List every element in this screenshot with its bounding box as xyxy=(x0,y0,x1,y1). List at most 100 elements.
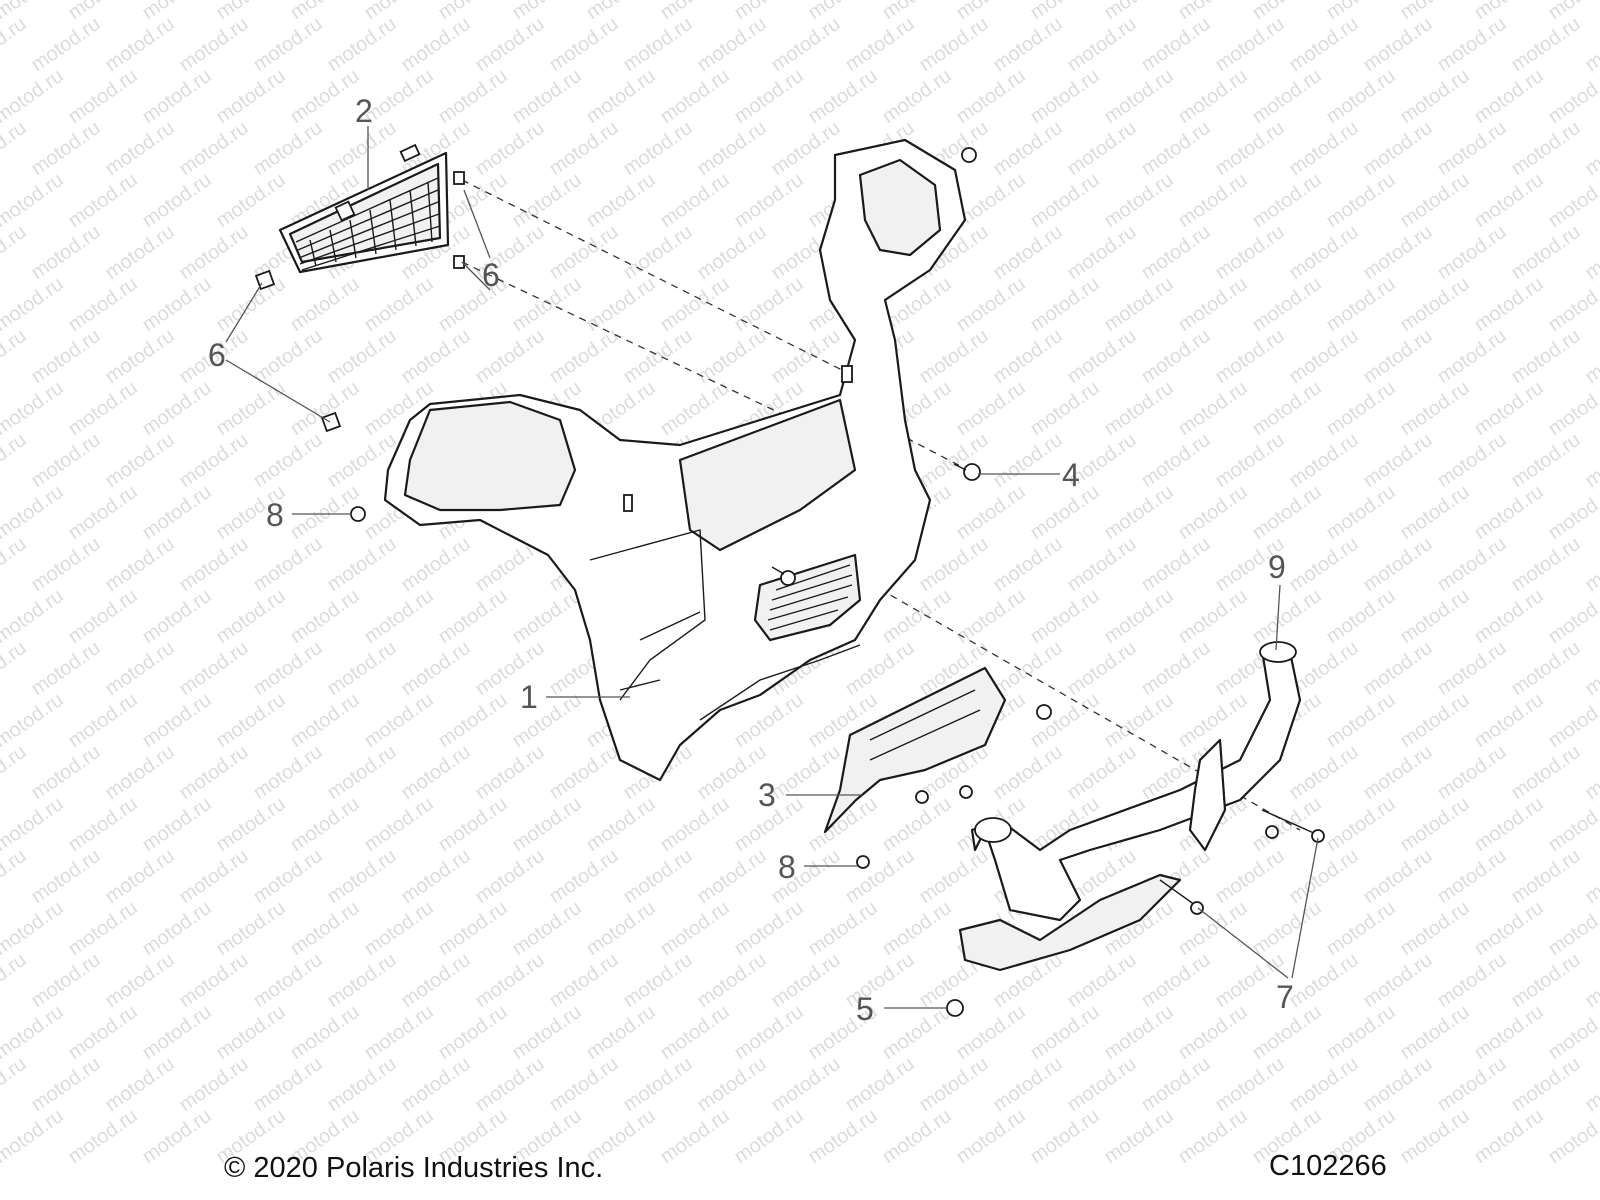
watermark-text: motod.ru xyxy=(1581,845,1600,908)
watermark-text: motod.ru xyxy=(286,273,363,336)
callout-9: 9 xyxy=(1268,549,1286,585)
watermark-text: motod.ru xyxy=(27,845,104,908)
watermark-text: motod.ru xyxy=(1470,0,1547,24)
watermark-text: motod.ru xyxy=(1063,325,1140,388)
watermark-text: motod.ru xyxy=(1322,0,1399,24)
watermark-text: motod.ru xyxy=(1100,689,1177,752)
watermark-text: motod.ru xyxy=(138,0,215,24)
watermark-text: motod.ru xyxy=(397,533,474,596)
watermark-text: motod.ru xyxy=(878,0,955,24)
watermark-text: motod.ru xyxy=(0,845,31,908)
watermark-text: motod.ru xyxy=(545,117,622,180)
watermark-text: motod.ru xyxy=(915,429,992,492)
watermark-text: motod.ru xyxy=(0,13,31,76)
watermark-text: motod.ru xyxy=(1211,221,1288,284)
watermark-text: motod.ru xyxy=(323,533,400,596)
watermark-text: motod.ru xyxy=(101,1053,178,1116)
watermark-text: motod.ru xyxy=(286,377,363,440)
watermark-text: motod.ru xyxy=(1433,429,1510,492)
watermark-text: motod.ru xyxy=(1137,1053,1214,1116)
watermark-text: motod.ru xyxy=(434,793,511,856)
watermark-text: motod.ru xyxy=(1322,377,1399,440)
watermark-text: motod.ru xyxy=(693,1053,770,1116)
watermark-text: motod.ru xyxy=(323,741,400,804)
watermark-text: motod.ru xyxy=(952,273,1029,336)
watermark-text: motod.ru xyxy=(175,637,252,700)
watermark-text: motod.ru xyxy=(1285,117,1362,180)
callout-6b: 6 xyxy=(482,257,500,293)
watermark-text: motod.ru xyxy=(101,637,178,700)
watermark-text: motod.ru xyxy=(545,13,622,76)
watermark-text: motod.ru xyxy=(656,273,733,336)
watermark-text: motod.ru xyxy=(1396,377,1473,440)
watermark-text: motod.ru xyxy=(1507,221,1584,284)
watermark-text: motod.ru xyxy=(730,1105,807,1168)
watermark-text: motod.ru xyxy=(0,377,68,440)
watermark-text: motod.ru xyxy=(1359,13,1436,76)
watermark-text: motod.ru xyxy=(0,1053,31,1116)
watermark-text: motod.ru xyxy=(1470,65,1547,128)
watermark-text: motod.ru xyxy=(138,65,215,128)
watermark-text: motod.ru xyxy=(1581,741,1600,804)
watermark-text: motod.ru xyxy=(1470,793,1547,856)
watermark-text: motod.ru xyxy=(0,585,68,648)
watermark-text: motod.ru xyxy=(693,117,770,180)
watermark-text: motod.ru xyxy=(64,169,141,232)
watermark-text: motod.ru xyxy=(545,1053,622,1116)
watermark-text: motod.ru xyxy=(1063,949,1140,1012)
brushguard-part xyxy=(958,641,1302,972)
watermark-text: motod.ru xyxy=(138,793,215,856)
watermark-text: motod.ru xyxy=(841,637,918,700)
watermark-text: motod.ru xyxy=(0,429,31,492)
watermark-text: motod.ru xyxy=(1581,533,1600,596)
watermark-text: motod.ru xyxy=(619,117,696,180)
watermark-text: motod.ru xyxy=(878,65,955,128)
watermark-text: motod.ru xyxy=(175,533,252,596)
watermark-text: motod.ru xyxy=(27,13,104,76)
watermark-text: motod.ru xyxy=(286,1001,363,1064)
watermark-text: motod.ru xyxy=(1285,429,1362,492)
watermark-text: motod.ru xyxy=(0,897,68,960)
watermark-text: motod.ru xyxy=(249,533,326,596)
watermark-text: motod.ru xyxy=(656,1105,733,1168)
watermark-text: motod.ru xyxy=(1026,689,1103,752)
watermark-text: motod.ru xyxy=(0,65,68,128)
watermark-text: motod.ru xyxy=(1137,533,1214,596)
watermark-text: motod.ru xyxy=(1100,65,1177,128)
watermark-text: motod.ru xyxy=(1026,273,1103,336)
watermark-text: motod.ru xyxy=(434,273,511,336)
watermark-text: motod.ru xyxy=(249,949,326,1012)
watermark-text: motod.ru xyxy=(360,1001,437,1064)
watermark-text: motod.ru xyxy=(952,1001,1029,1064)
watermark-text: motod.ru xyxy=(1322,273,1399,336)
watermark-text: motod.ru xyxy=(249,637,326,700)
watermark-text: motod.ru xyxy=(286,585,363,648)
watermark-text: motod.ru xyxy=(1396,1105,1473,1168)
watermark-text: motod.ru xyxy=(1433,637,1510,700)
watermark-text: motod.ru xyxy=(656,169,733,232)
watermark-text: motod.ru xyxy=(1396,585,1473,648)
watermark-text: motod.ru xyxy=(1137,221,1214,284)
watermark-text: motod.ru xyxy=(1581,1053,1600,1116)
watermark-text: motod.ru xyxy=(0,1105,68,1168)
watermark-text: motod.ru xyxy=(1396,0,1473,24)
watermark-text: motod.ru xyxy=(619,13,696,76)
watermark-text: motod.ru xyxy=(471,117,548,180)
watermark-text: motod.ru xyxy=(841,949,918,1012)
watermark-text: motod.ru xyxy=(138,1105,215,1168)
watermark-text: motod.ru xyxy=(0,325,31,388)
watermark-text: motod.ru xyxy=(0,533,31,596)
watermark-text: motod.ru xyxy=(1581,429,1600,492)
watermark-text: motod.ru xyxy=(286,793,363,856)
watermark-text: motod.ru xyxy=(101,845,178,908)
watermark-text: motod.ru xyxy=(1470,1001,1547,1064)
watermark-text: motod.ru xyxy=(1100,1105,1177,1168)
callout-2: 2 xyxy=(355,93,373,129)
watermark-text: motod.ru xyxy=(1211,117,1288,180)
watermark-text: motod.ru xyxy=(1507,429,1584,492)
watermark-text: motod.ru xyxy=(323,637,400,700)
watermark-text: motod.ru xyxy=(212,377,289,440)
watermark-text: motod.ru xyxy=(1396,897,1473,960)
watermark-text: motod.ru xyxy=(1396,1001,1473,1064)
watermark-text: motod.ru xyxy=(360,0,437,24)
